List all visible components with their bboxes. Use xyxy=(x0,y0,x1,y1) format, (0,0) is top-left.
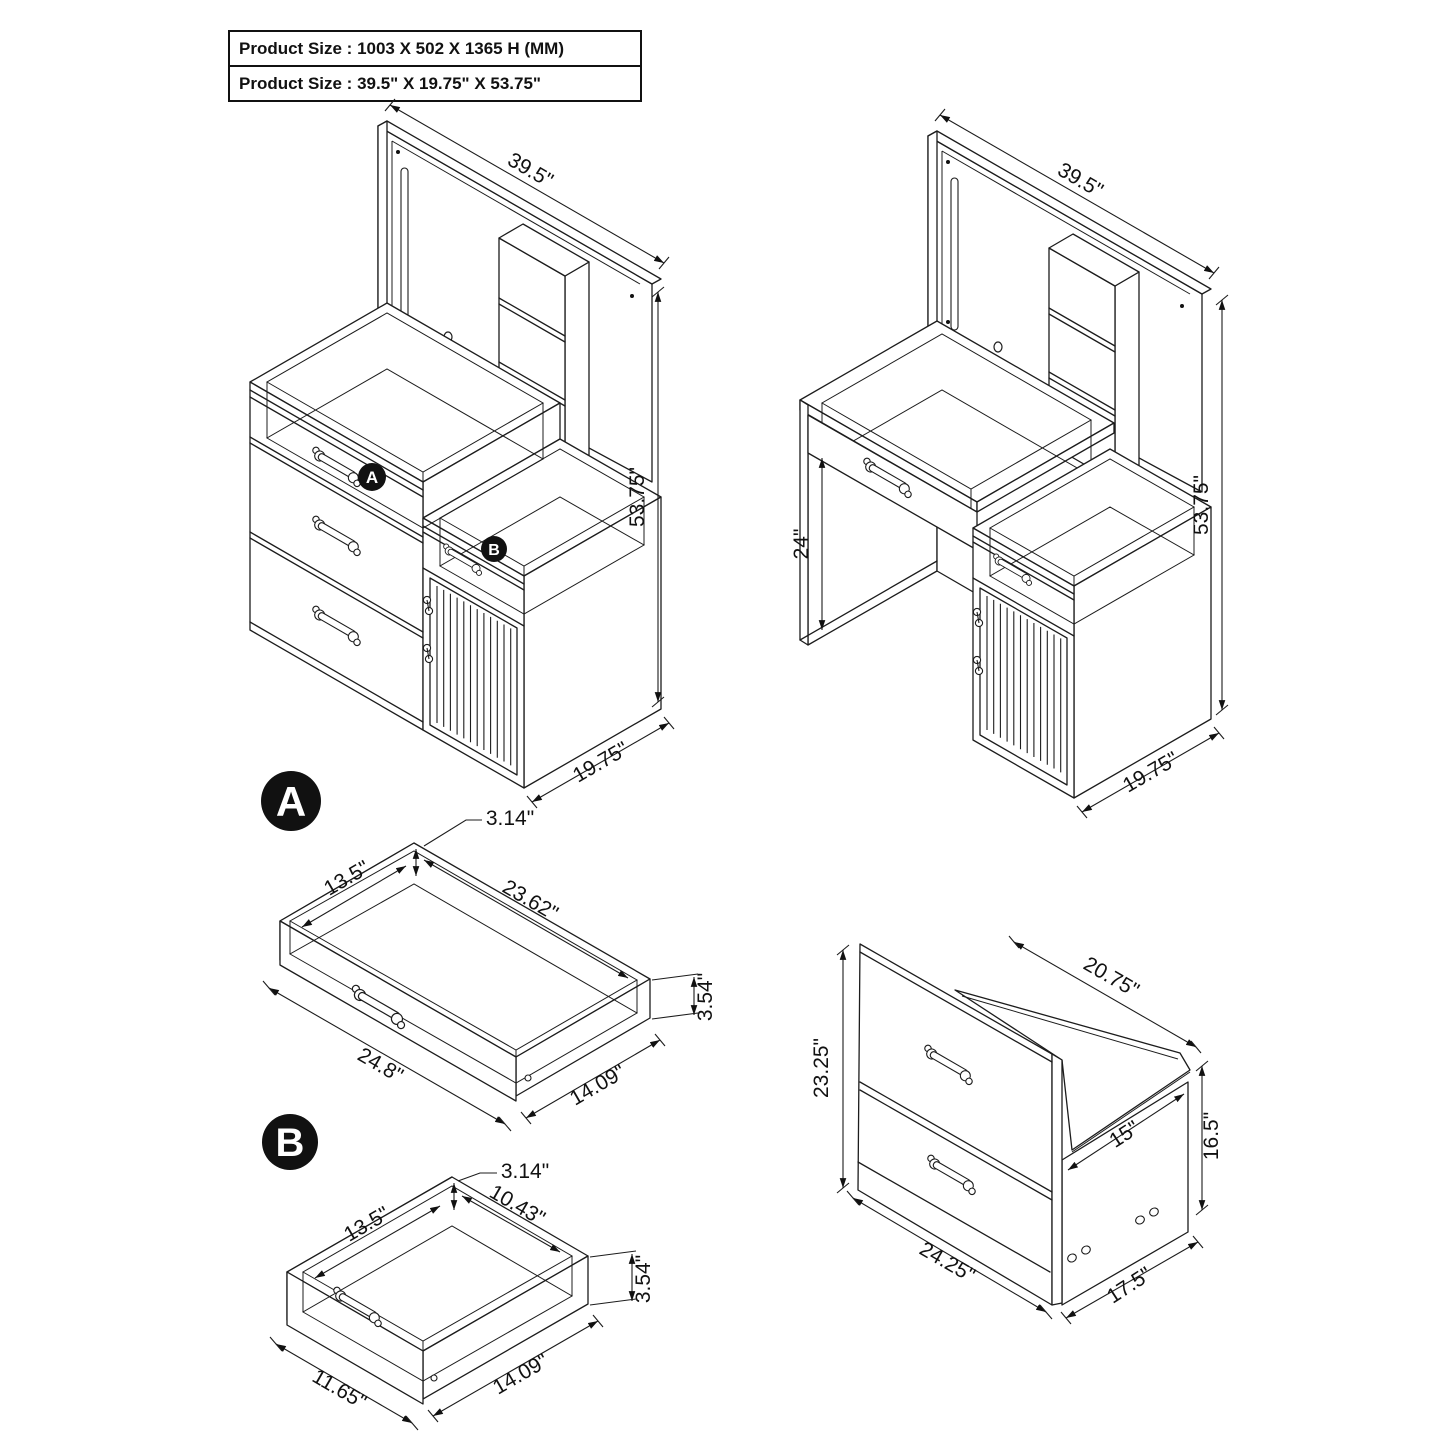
dim-wall: 3.14" xyxy=(486,807,534,830)
led-strip xyxy=(950,177,959,331)
product-size-box: Product Size : 1003 X 502 X 1365 H (MM) … xyxy=(228,30,642,102)
view-cabinet-detail: 23.25" 20.75" 15" 16.5" 24.25" 17.5" xyxy=(810,935,1223,1325)
dim-side-height: 3.54" xyxy=(632,1255,655,1303)
view-drawer-b-detail: B 3.14" 13.5" 10.43" 3.54" xyxy=(262,1114,655,1431)
badge-b-letter: B xyxy=(488,542,500,559)
dim-outer-depth: 14.09" xyxy=(566,1060,629,1110)
product-size-inches: Product Size : 39.5" X 19.75" X 53.75" xyxy=(239,74,541,93)
dim-top-width: 20.75" xyxy=(1080,952,1143,1002)
dim-outer-depth: 14.09" xyxy=(489,1349,552,1399)
badge-b-marker xyxy=(481,536,507,562)
dim-knee-height: 24" xyxy=(790,529,813,560)
dim-right-height: 16.5" xyxy=(1200,1112,1223,1160)
cabinet-drawing xyxy=(857,943,1191,1306)
led-strip xyxy=(400,167,409,321)
dim-front-width: 24.8" xyxy=(354,1043,407,1087)
dim-height: 53.75" xyxy=(626,467,649,527)
dim-side-height: 3.54" xyxy=(694,973,717,1021)
dim-front-width: 11.65" xyxy=(308,1365,370,1414)
desk-pedestal xyxy=(972,448,1212,799)
badge-a-marker xyxy=(358,463,386,491)
view-vanity-desk: 39.5" 24" 53.75" 19.75" xyxy=(790,108,1229,819)
dim-side-height: 23.25" xyxy=(810,1038,833,1098)
view-drawer-a-detail: A 3.14" 13.5" 23.62" 3.54" xyxy=(261,771,717,1132)
callout-a-badge xyxy=(261,771,321,831)
vanity-cabinet: A B xyxy=(249,302,662,789)
mirror-knob xyxy=(993,341,1003,353)
slatted-door xyxy=(972,587,1068,786)
slatted-door xyxy=(422,577,518,776)
callout-a-letter: A xyxy=(276,778,306,825)
storage-well-right xyxy=(988,458,1196,625)
door-slats xyxy=(986,596,1062,773)
dim-height: 53.75" xyxy=(1190,475,1213,535)
storage-well-left xyxy=(265,312,545,529)
callout-b-letter: B xyxy=(276,1121,305,1165)
door-slats xyxy=(436,586,512,766)
callout-b-badge xyxy=(262,1114,318,1170)
product-size-mm: Product Size : 1003 X 502 X 1365 H (MM) xyxy=(230,32,640,67)
dim-wall: 3.14" xyxy=(501,1160,549,1183)
badge-a-letter: A xyxy=(366,468,378,487)
view-vanity-combined: A B 39.5" 53.75" 19.75" xyxy=(249,98,675,809)
